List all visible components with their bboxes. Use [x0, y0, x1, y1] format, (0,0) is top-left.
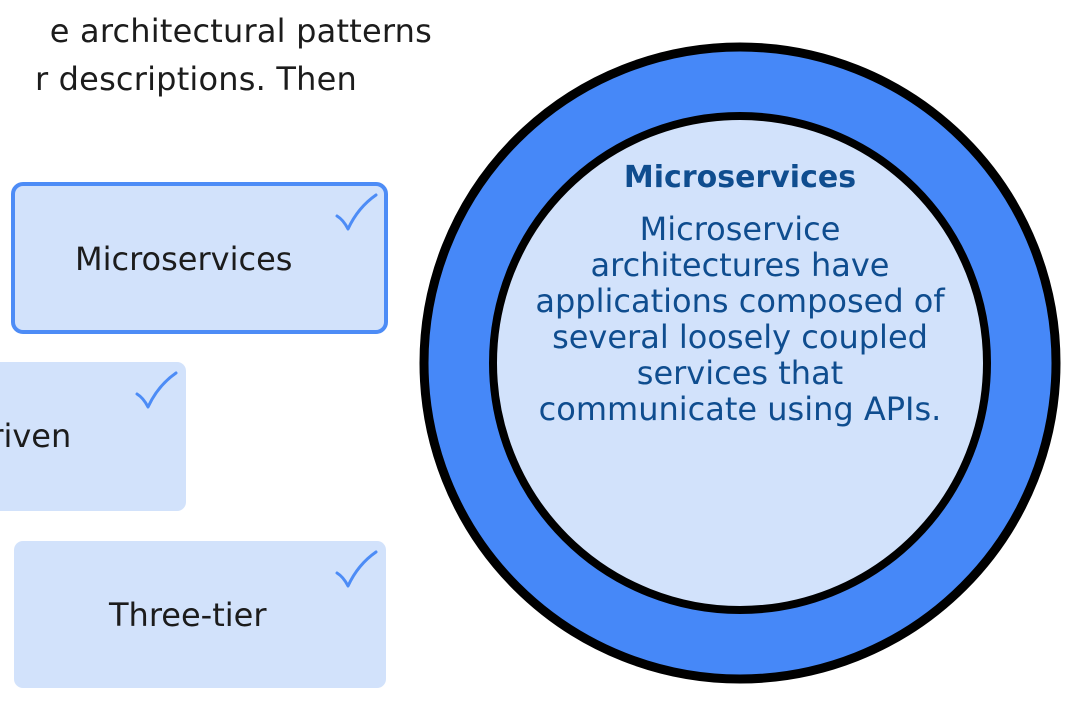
detail-content: Microservices Microservice architectures… — [510, 160, 970, 427]
card-microservices[interactable]: Microservices — [11, 182, 388, 334]
checkmark-icon — [335, 193, 378, 231]
detail-title: Microservices — [623, 160, 857, 195]
card-label: driven — [0, 417, 72, 455]
checkmark-icon — [135, 371, 178, 409]
inner-circle — [489, 112, 991, 614]
card-label: Microservices — [75, 240, 293, 278]
detail-circle — [419, 42, 1061, 684]
card-label: Three-tier — [109, 596, 267, 634]
instructions-line-1: e architectural patterns — [49, 12, 432, 50]
instructions-line-2: r descriptions. Then — [34, 60, 357, 98]
instructions-text: e architectural patterns r descriptions.… — [0, 0, 460, 110]
card-three-tier[interactable]: Three-tier — [14, 541, 386, 688]
detail-description: Microservice architectures have applicat… — [535, 210, 945, 428]
checkmark-icon — [335, 550, 378, 588]
card-event-driven[interactable]: driven — [0, 362, 186, 511]
